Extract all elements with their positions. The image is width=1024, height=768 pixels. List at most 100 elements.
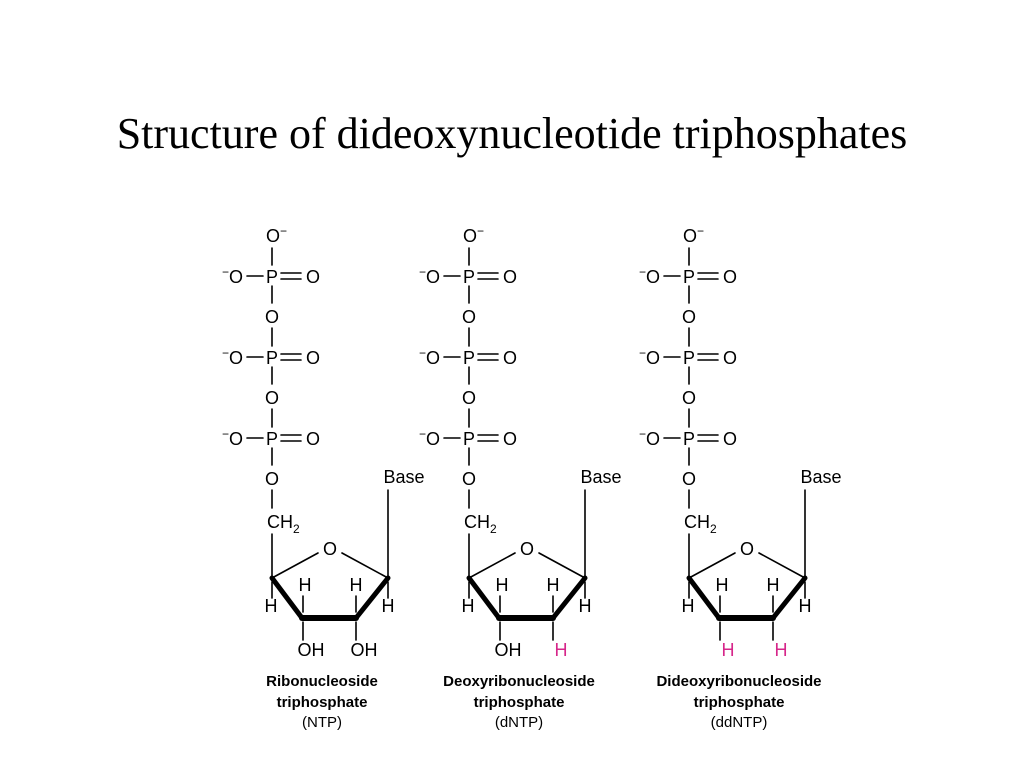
phosphate-oxygen-left-label: −O xyxy=(639,346,660,368)
phosphorus-label: P xyxy=(266,429,278,449)
phosphate-oxygen-left-label: −O xyxy=(639,265,660,287)
base-label: Base xyxy=(383,467,424,487)
phosphate-oxygen-right-label: O xyxy=(503,429,517,449)
phosphorus-label: P xyxy=(683,348,695,368)
phosphate-group-2: P −O O O xyxy=(222,346,320,428)
caption-line-3: (dNTP) xyxy=(495,714,543,731)
hydrogen-label: H xyxy=(767,575,780,595)
bridging-oxygen-label: O xyxy=(265,469,279,489)
phosphate-oxygen-left-label: −O xyxy=(222,346,243,368)
bridging-oxygen-label: O xyxy=(682,469,696,489)
phosphate-oxygen-left-label: −O xyxy=(419,265,440,287)
phosphate-group-3: P −O O O xyxy=(639,427,737,509)
ring-bond xyxy=(271,552,319,579)
c2-substituent-label: OH xyxy=(495,640,522,660)
slide-title: Structure of dideoxynucleotide triphosph… xyxy=(116,109,908,158)
hydrogen-label: H xyxy=(299,575,312,595)
phosphate-group-1: P −O O O xyxy=(222,265,320,347)
phosphate-oxygen-right-label: O xyxy=(306,429,320,449)
phosphate-oxygen-left-label: −O xyxy=(639,427,660,449)
caption-line-3: (ddNTP) xyxy=(711,714,768,731)
ring-oxygen-label: O xyxy=(323,539,337,559)
phosphate-oxygen-right-label: O xyxy=(723,348,737,368)
hydrogen-label: H xyxy=(799,596,812,616)
c2-substituent-label: OH xyxy=(298,640,325,660)
caption-line-2: triphosphate xyxy=(474,694,565,711)
phosphorus-label: P xyxy=(683,267,695,287)
ring-oxygen-label: O xyxy=(740,539,754,559)
caption-line-1: Deoxyribonucleoside xyxy=(443,673,595,690)
c3-substituent-label: H xyxy=(775,640,788,660)
ring-bond xyxy=(688,552,736,579)
ring-oxygen-label: O xyxy=(520,539,534,559)
terminal-oxygen-label: O− xyxy=(683,224,704,246)
caption-line-3: (NTP) xyxy=(302,714,342,731)
phosphate-oxygen-right-label: O xyxy=(503,348,517,368)
phosphorus-label: P xyxy=(463,429,475,449)
ring-bond-bold xyxy=(353,575,391,621)
ring-bond xyxy=(758,552,806,579)
phosphate-oxygen-right-label: O xyxy=(306,348,320,368)
c3-substituent-label: OH xyxy=(351,640,378,660)
phosphate-group-3: P −O O O xyxy=(419,427,517,509)
bridging-oxygen-label: O xyxy=(462,307,476,327)
ring-bond-bold xyxy=(770,575,808,621)
phosphate-oxygen-right-label: O xyxy=(723,429,737,449)
phosphorus-label: P xyxy=(266,267,278,287)
ring-bond-bold xyxy=(466,575,502,621)
bridging-oxygen-label: O xyxy=(682,307,696,327)
phosphate-oxygen-right-label: O xyxy=(306,267,320,287)
bridging-oxygen-label: O xyxy=(682,388,696,408)
ring-bond-bold xyxy=(269,575,305,621)
ch2-label: CH2 xyxy=(684,512,717,536)
phosphate-group-2: P −O O O xyxy=(639,346,737,428)
ring-bond xyxy=(538,552,586,579)
bridging-oxygen-label: O xyxy=(265,307,279,327)
hydrogen-label: H xyxy=(496,575,509,595)
hydrogen-label: H xyxy=(462,596,475,616)
hydrogen-label: H xyxy=(547,575,560,595)
phosphate-group-1: P −O O O xyxy=(639,265,737,347)
phosphate-group-2: P −O O O xyxy=(419,346,517,428)
hydrogen-label: H xyxy=(382,596,395,616)
terminal-oxygen-label: O− xyxy=(266,224,287,246)
hydrogen-label: H xyxy=(350,575,363,595)
phosphorus-label: P xyxy=(266,348,278,368)
bridging-oxygen-label: O xyxy=(462,388,476,408)
caption-line-2: triphosphate xyxy=(694,694,785,711)
hydrogen-label: H xyxy=(682,596,695,616)
phosphate-oxygen-left-label: −O xyxy=(419,427,440,449)
phosphate-oxygen-left-label: −O xyxy=(222,427,243,449)
phosphate-oxygen-right-label: O xyxy=(723,267,737,287)
phosphorus-label: P xyxy=(683,429,695,449)
phosphate-oxygen-left-label: −O xyxy=(222,265,243,287)
phosphate-group-3: P −O O O xyxy=(222,427,320,509)
ch2-label: CH2 xyxy=(464,512,497,536)
hydrogen-label: H xyxy=(265,596,278,616)
base-label: Base xyxy=(580,467,621,487)
base-label: Base xyxy=(800,467,841,487)
ring-bond-bold xyxy=(686,575,722,621)
bridging-oxygen-label: O xyxy=(265,388,279,408)
ring-bond xyxy=(468,552,516,579)
phosphorus-label: P xyxy=(463,348,475,368)
bridging-oxygen-label: O xyxy=(462,469,476,489)
ring-bond-bold xyxy=(550,575,588,621)
caption-line-1: Dideoxyribonucleoside xyxy=(656,673,821,690)
caption-line-2: triphosphate xyxy=(277,694,368,711)
phosphorus-label: P xyxy=(463,267,475,287)
hydrogen-label: H xyxy=(579,596,592,616)
c2-substituent-label: H xyxy=(722,640,735,660)
ch2-label: CH2 xyxy=(267,512,300,536)
phosphate-oxygen-left-label: −O xyxy=(419,346,440,368)
caption-line-1: Ribonucleoside xyxy=(266,673,378,690)
phosphate-oxygen-right-label: O xyxy=(503,267,517,287)
hydrogen-label: H xyxy=(716,575,729,595)
terminal-oxygen-label: O− xyxy=(463,224,484,246)
ring-bond xyxy=(341,552,389,579)
phosphate-group-1: P −O O O xyxy=(419,265,517,347)
